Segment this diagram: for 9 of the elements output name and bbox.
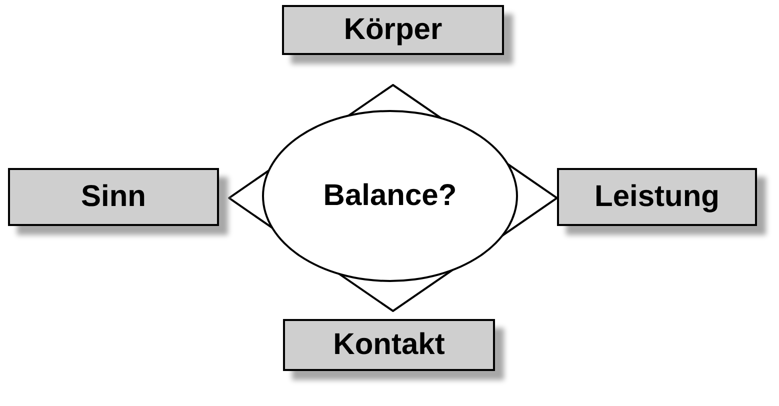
node-label: Balance?: [323, 179, 457, 213]
node-label: Sinn: [81, 180, 146, 214]
process-box: [283, 319, 495, 371]
node-label: Körper: [344, 13, 442, 47]
process-box: [8, 168, 219, 226]
process-box: [282, 5, 504, 55]
node-label: Kontakt: [333, 328, 445, 362]
node-label: Leistung: [594, 180, 720, 214]
process-box: [557, 168, 757, 226]
